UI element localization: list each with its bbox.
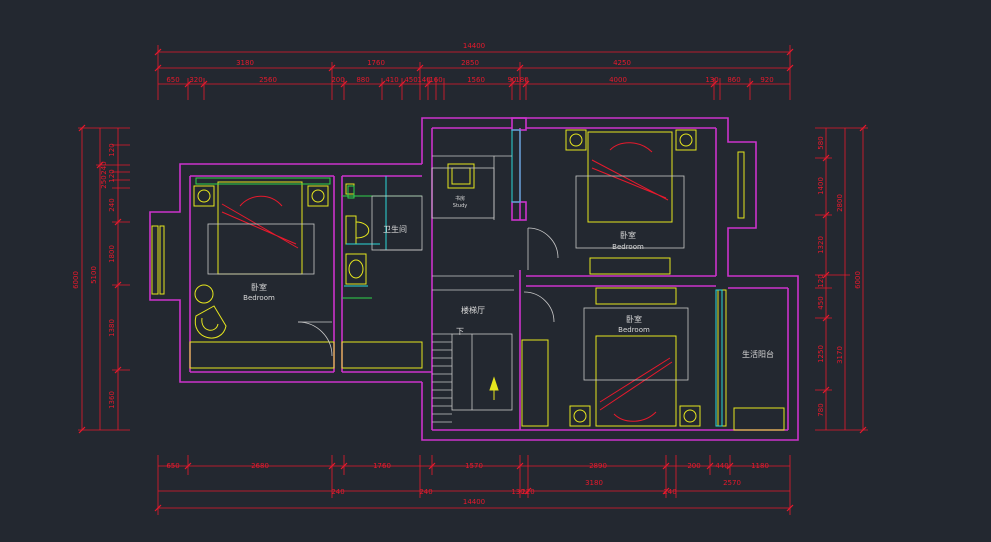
dim-bot-total: 14400 xyxy=(463,498,485,506)
dim-bot-2-3: 130 xyxy=(511,488,524,496)
dim-bot-2-2: 240 xyxy=(419,488,432,496)
dim-top-3-12: 180 xyxy=(515,76,528,84)
dim-right-7: 780 xyxy=(817,403,825,416)
dim-top-2-4: 4250 xyxy=(613,59,631,67)
dim-right-total: 6000 xyxy=(854,271,862,289)
dim-right-4: 120 xyxy=(817,274,825,287)
dim-top-3-9: 160 xyxy=(429,76,442,84)
label-study-en: Study xyxy=(453,203,467,209)
dim-bot-2-4: 220 xyxy=(521,488,534,496)
dim-bot-2-6: 240 xyxy=(663,488,676,496)
dim-bot-1-4: 1570 xyxy=(465,462,483,470)
dim-top-3-7: 450 xyxy=(404,76,417,84)
dim-top-2-2: 1760 xyxy=(367,59,385,67)
dim-left-7: 1380 xyxy=(108,319,116,337)
dim-right-1: 580 xyxy=(817,136,825,149)
dim-left-mid: 5100 xyxy=(90,266,98,284)
dimension-ticks xyxy=(78,48,867,512)
dim-right-6: 1250 xyxy=(817,345,825,363)
interior-outlines xyxy=(207,155,689,423)
dim-top-3-13: 4000 xyxy=(609,76,627,84)
bed-bottom xyxy=(595,335,677,427)
label-stair-hall: 楼梯厅 xyxy=(461,305,485,315)
dim-right-2: 1400 xyxy=(817,177,825,195)
dim-bot-2-7: 2570 xyxy=(723,479,741,487)
dim-top-3-1: 650 xyxy=(166,76,179,84)
dim-left-total: 6000 xyxy=(72,271,80,289)
label-bedroom-bottom-cn: 卧室 xyxy=(626,314,642,324)
dim-top-3-4: 200 xyxy=(331,76,344,84)
dim-top-3-5: 880 xyxy=(356,76,369,84)
dim-top-3-16: 920 xyxy=(760,76,773,84)
dim-top-3-14: 130 xyxy=(705,76,718,84)
label-bedroom-bottom-en: Bedroom xyxy=(618,326,650,334)
dim-left-6: 1800 xyxy=(108,245,116,263)
dimension-lines xyxy=(78,45,868,515)
dim-top-3-3: 2560 xyxy=(259,76,277,84)
label-bedroom-top-en: Bedroom xyxy=(612,243,644,251)
furniture xyxy=(151,129,785,431)
dim-top-3-8: 140 xyxy=(417,76,430,84)
dim-bot-1-8: 1180 xyxy=(751,462,769,470)
dim-top-2-1: 3180 xyxy=(236,59,254,67)
room-labels: 卧室 Bedroom 卫生间 书房 Study 卧室 Bedroom 楼梯厅 下… xyxy=(243,195,774,359)
dim-top-3-15: 860 xyxy=(727,76,740,84)
dim-bot-1-6: 200 xyxy=(687,462,700,470)
dim-bot-1-5: 2890 xyxy=(589,462,607,470)
dim-top-3-6: 410 xyxy=(385,76,398,84)
dim-bot-1-3: 1760 xyxy=(373,462,391,470)
label-bedroom-left-en: Bedroom xyxy=(243,294,275,302)
label-bathroom: 卫生间 xyxy=(383,224,407,234)
dim-top-3-10: 1560 xyxy=(467,76,485,84)
dim-right-3: 1320 xyxy=(817,236,825,254)
dim-bot-1-1: 650 xyxy=(166,462,179,470)
dim-top-3-2: 320 xyxy=(189,76,202,84)
label-stair-down: 下 xyxy=(456,327,464,336)
label-study-cn: 书房 xyxy=(455,195,465,202)
dim-bot-1-7: 440 xyxy=(715,462,728,470)
dim-top-2-3: 2850 xyxy=(461,59,479,67)
dim-bot-1-2: 2680 xyxy=(251,462,269,470)
dim-top-3-11: 90 xyxy=(508,76,517,84)
dim-bot-2-1: 240 xyxy=(331,488,344,496)
label-balcony: 生活阳台 xyxy=(742,349,774,359)
dim-right-5: 450 xyxy=(817,296,825,309)
dim-bot-2-5: 3180 xyxy=(585,479,603,487)
label-bedroom-top-cn: 卧室 xyxy=(620,230,636,240)
bed-top xyxy=(587,131,673,223)
label-bedroom-left-cn: 卧室 xyxy=(251,282,267,292)
dim-top-total: 14400 xyxy=(463,42,485,50)
fixtures xyxy=(195,129,723,427)
dim-left-4: 120 xyxy=(108,169,116,182)
dim-right-upper: 2800 xyxy=(836,194,844,212)
dim-right-lower: 3170 xyxy=(836,346,844,364)
dim-left-5: 240 xyxy=(108,198,116,211)
dim-left-1: 120 xyxy=(108,143,116,156)
dimension-labels: 14400 3180 1760 2850 4250 650 320 2560 2… xyxy=(166,42,773,506)
dim-left-8: 1360 xyxy=(108,391,116,409)
vertical-dimension-labels: 6000 5100 120 240 250 120 240 1800 1380 … xyxy=(72,136,862,416)
dim-left-3: 250 xyxy=(100,175,108,188)
dim-left-2: 240 xyxy=(100,161,108,174)
